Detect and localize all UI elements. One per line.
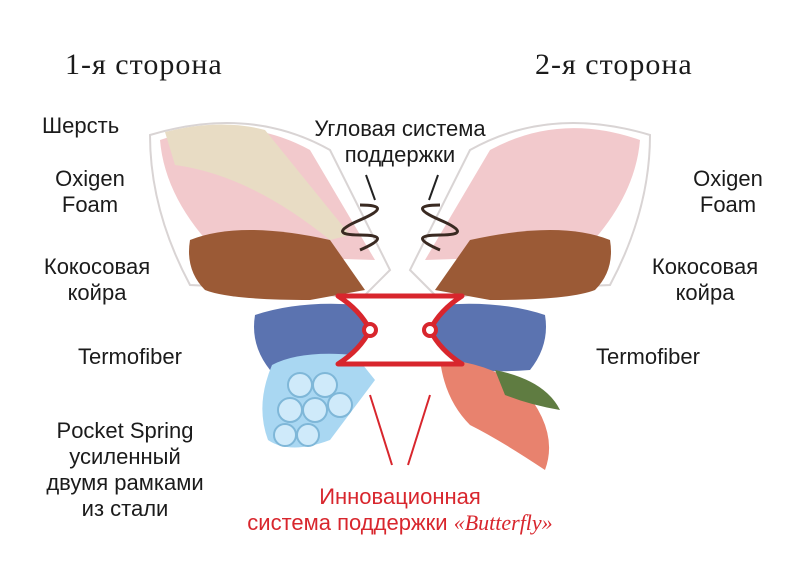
leader-line-bottom-right <box>407 394 431 466</box>
label-pocket-line3: двумя рамками <box>46 470 204 495</box>
label-left-foam-line1: Oxigen <box>55 166 125 191</box>
label-corner-line1: Угловая система <box>314 116 486 141</box>
label-butterfly-brand: «Butterfly» <box>453 510 553 535</box>
label-butterfly-system-text: система поддержки <box>247 510 448 535</box>
leader-line-top-left <box>365 174 376 201</box>
label-pocket-line1: Pocket Spring <box>56 418 194 443</box>
label-left-coir: Кокосовая койра <box>22 254 172 306</box>
label-left-foam: Oxigen Foam <box>45 166 135 218</box>
label-left-coir-line1: Кокосовая <box>43 254 151 279</box>
label-left-pocket-spring: Pocket Spring усиленный двумя рамками из… <box>10 418 240 522</box>
butterfly-support-frame <box>335 293 465 367</box>
corner-spring-right <box>421 203 459 252</box>
right-coir-layer <box>435 230 611 300</box>
label-left-foam-line2: Foam <box>61 192 119 217</box>
leader-line-bottom-left <box>369 394 393 466</box>
label-butterfly-system: Инновационная система поддержки «Butterf… <box>200 484 600 536</box>
label-corner-line2: поддержки <box>344 142 456 167</box>
right-fabric-layer <box>440 360 550 470</box>
left-wool-layer <box>165 124 350 240</box>
label-corner-support: Угловая система поддержки <box>290 116 510 168</box>
label-right-foam-line2: Foam <box>699 192 757 217</box>
right-foam-layer <box>425 128 640 260</box>
label-right-foam-line1: Oxigen <box>693 166 763 191</box>
left-coir-layer <box>189 230 365 300</box>
frame-hole-left <box>362 322 378 338</box>
right-leaf-layer <box>495 370 560 410</box>
corner-spring-left <box>341 203 379 252</box>
label-pocket-line4: из стали <box>81 496 169 521</box>
label-left-coir-line2: койра <box>67 280 127 305</box>
label-right-coir: Кокосовая койра <box>630 254 780 306</box>
pocket-springs <box>273 372 353 447</box>
frame-hole-right <box>422 322 438 338</box>
label-butterfly-line1: Инновационная <box>319 484 481 509</box>
leader-line-top-right <box>428 174 439 201</box>
label-left-wool: Шерсть <box>42 113 120 138</box>
label-right-termofiber: Termofiber <box>596 344 700 369</box>
label-right-coir-line2: койра <box>675 280 735 305</box>
right-side-title: 2-я сторона <box>535 48 693 81</box>
label-butterfly-line2: система поддержки «Butterfly» <box>200 510 600 536</box>
left-side-title: 1-я сторона <box>65 48 223 81</box>
label-left-termofiber: Termofiber <box>78 344 182 369</box>
label-right-coir-line1: Кокосовая <box>651 254 759 279</box>
right-termo-layer <box>425 303 546 372</box>
label-right-foam: Oxigen Foam <box>683 166 773 218</box>
label-pocket-line2: усиленный <box>69 444 181 469</box>
